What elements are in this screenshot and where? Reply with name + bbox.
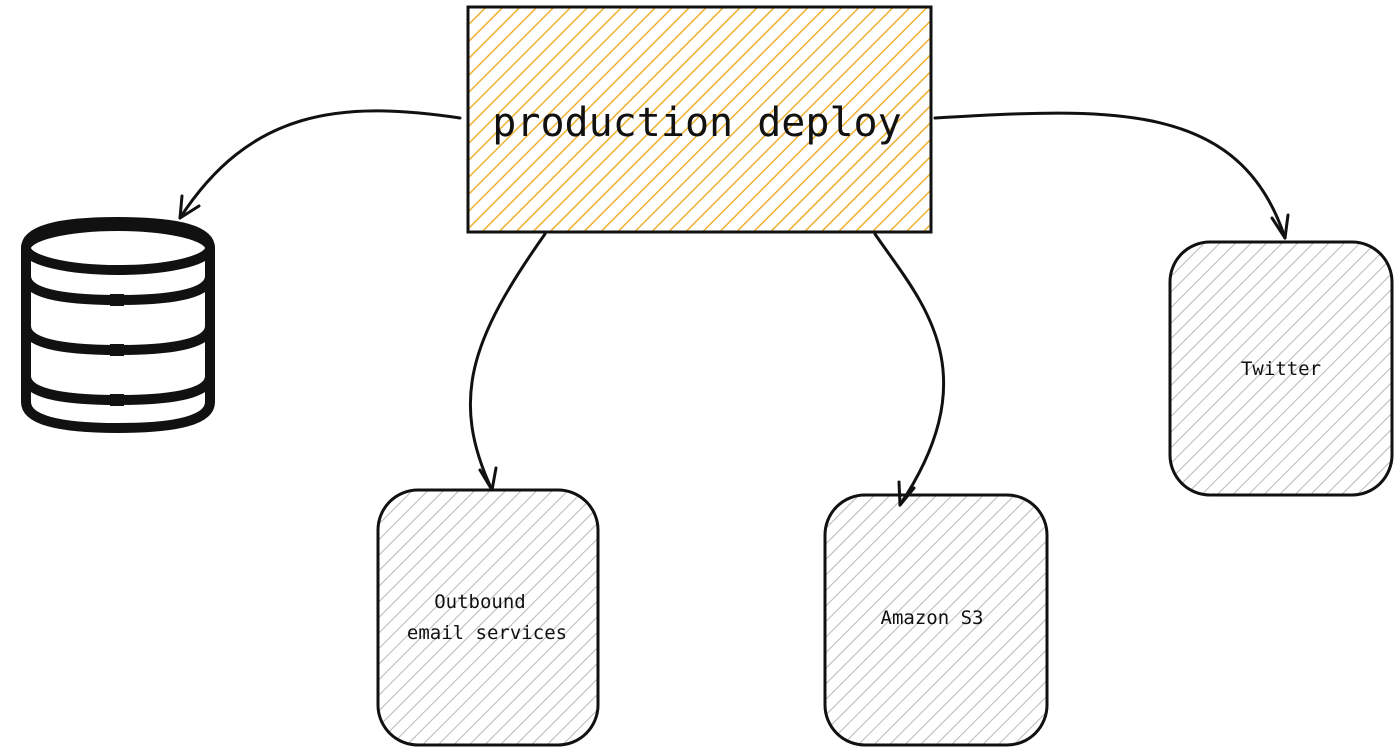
email-services-label-line2: email services <box>407 622 567 644</box>
amazon-s3-node[interactable]: Amazon S3 <box>823 493 1049 747</box>
email-services-node[interactable]: Outbound email services <box>376 488 600 747</box>
amazon-s3-label: Amazon S3 <box>881 607 984 629</box>
email-services-box <box>376 488 600 747</box>
arrow-to-database <box>178 109 462 220</box>
email-services-label-line1: Outbound <box>434 591 526 613</box>
twitter-node[interactable]: Twitter <box>1168 240 1394 497</box>
twitter-label: Twitter <box>1241 358 1321 380</box>
production-deploy-node[interactable]: production deploy <box>466 5 933 234</box>
production-deploy-box <box>466 5 933 234</box>
arrow-to-email-services <box>468 232 547 492</box>
production-deploy-label: production deploy <box>492 100 901 146</box>
arrow-to-twitter <box>933 111 1290 240</box>
twitter-box <box>1168 240 1394 497</box>
amazon-s3-box <box>823 493 1049 747</box>
database-icon <box>21 216 215 434</box>
arrow-to-amazon-s3 <box>873 232 946 507</box>
